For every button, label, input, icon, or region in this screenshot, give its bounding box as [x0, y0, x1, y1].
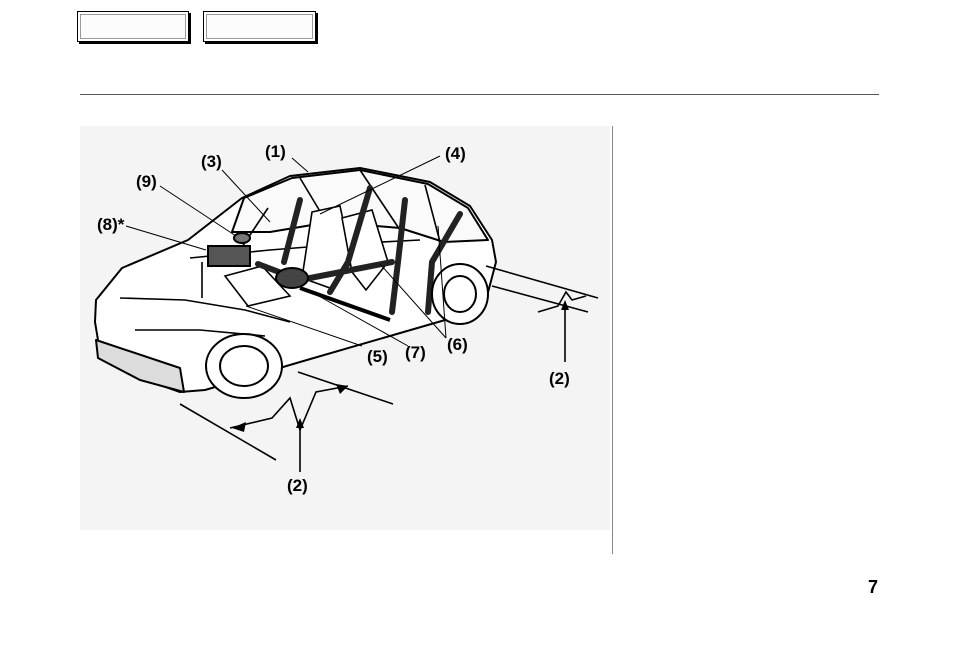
page-number: 7 [868, 577, 878, 598]
nav-button-1[interactable] [77, 11, 189, 42]
column-divider [612, 126, 613, 554]
callout-4: (4) [445, 144, 466, 163]
nav-button-2[interactable] [203, 11, 316, 42]
nav-button-1-face [80, 14, 186, 39]
callout-7: (7) [405, 343, 426, 362]
car-safety-illustration: (1) (3) (4) (9) (8)* (5) (7) (6) (2) (2) [80, 126, 610, 530]
callout-3: (3) [201, 152, 222, 171]
nav-button-2-face [206, 14, 313, 39]
callout-2-left: (2) [287, 476, 308, 495]
callout-2-right: (2) [549, 369, 570, 388]
callout-9: (9) [136, 172, 157, 191]
callout-8: (8)* [97, 215, 125, 234]
callout-6: (6) [447, 335, 468, 354]
header-rule [80, 94, 879, 95]
callout-1: (1) [265, 142, 286, 161]
callout-5: (5) [367, 347, 388, 366]
